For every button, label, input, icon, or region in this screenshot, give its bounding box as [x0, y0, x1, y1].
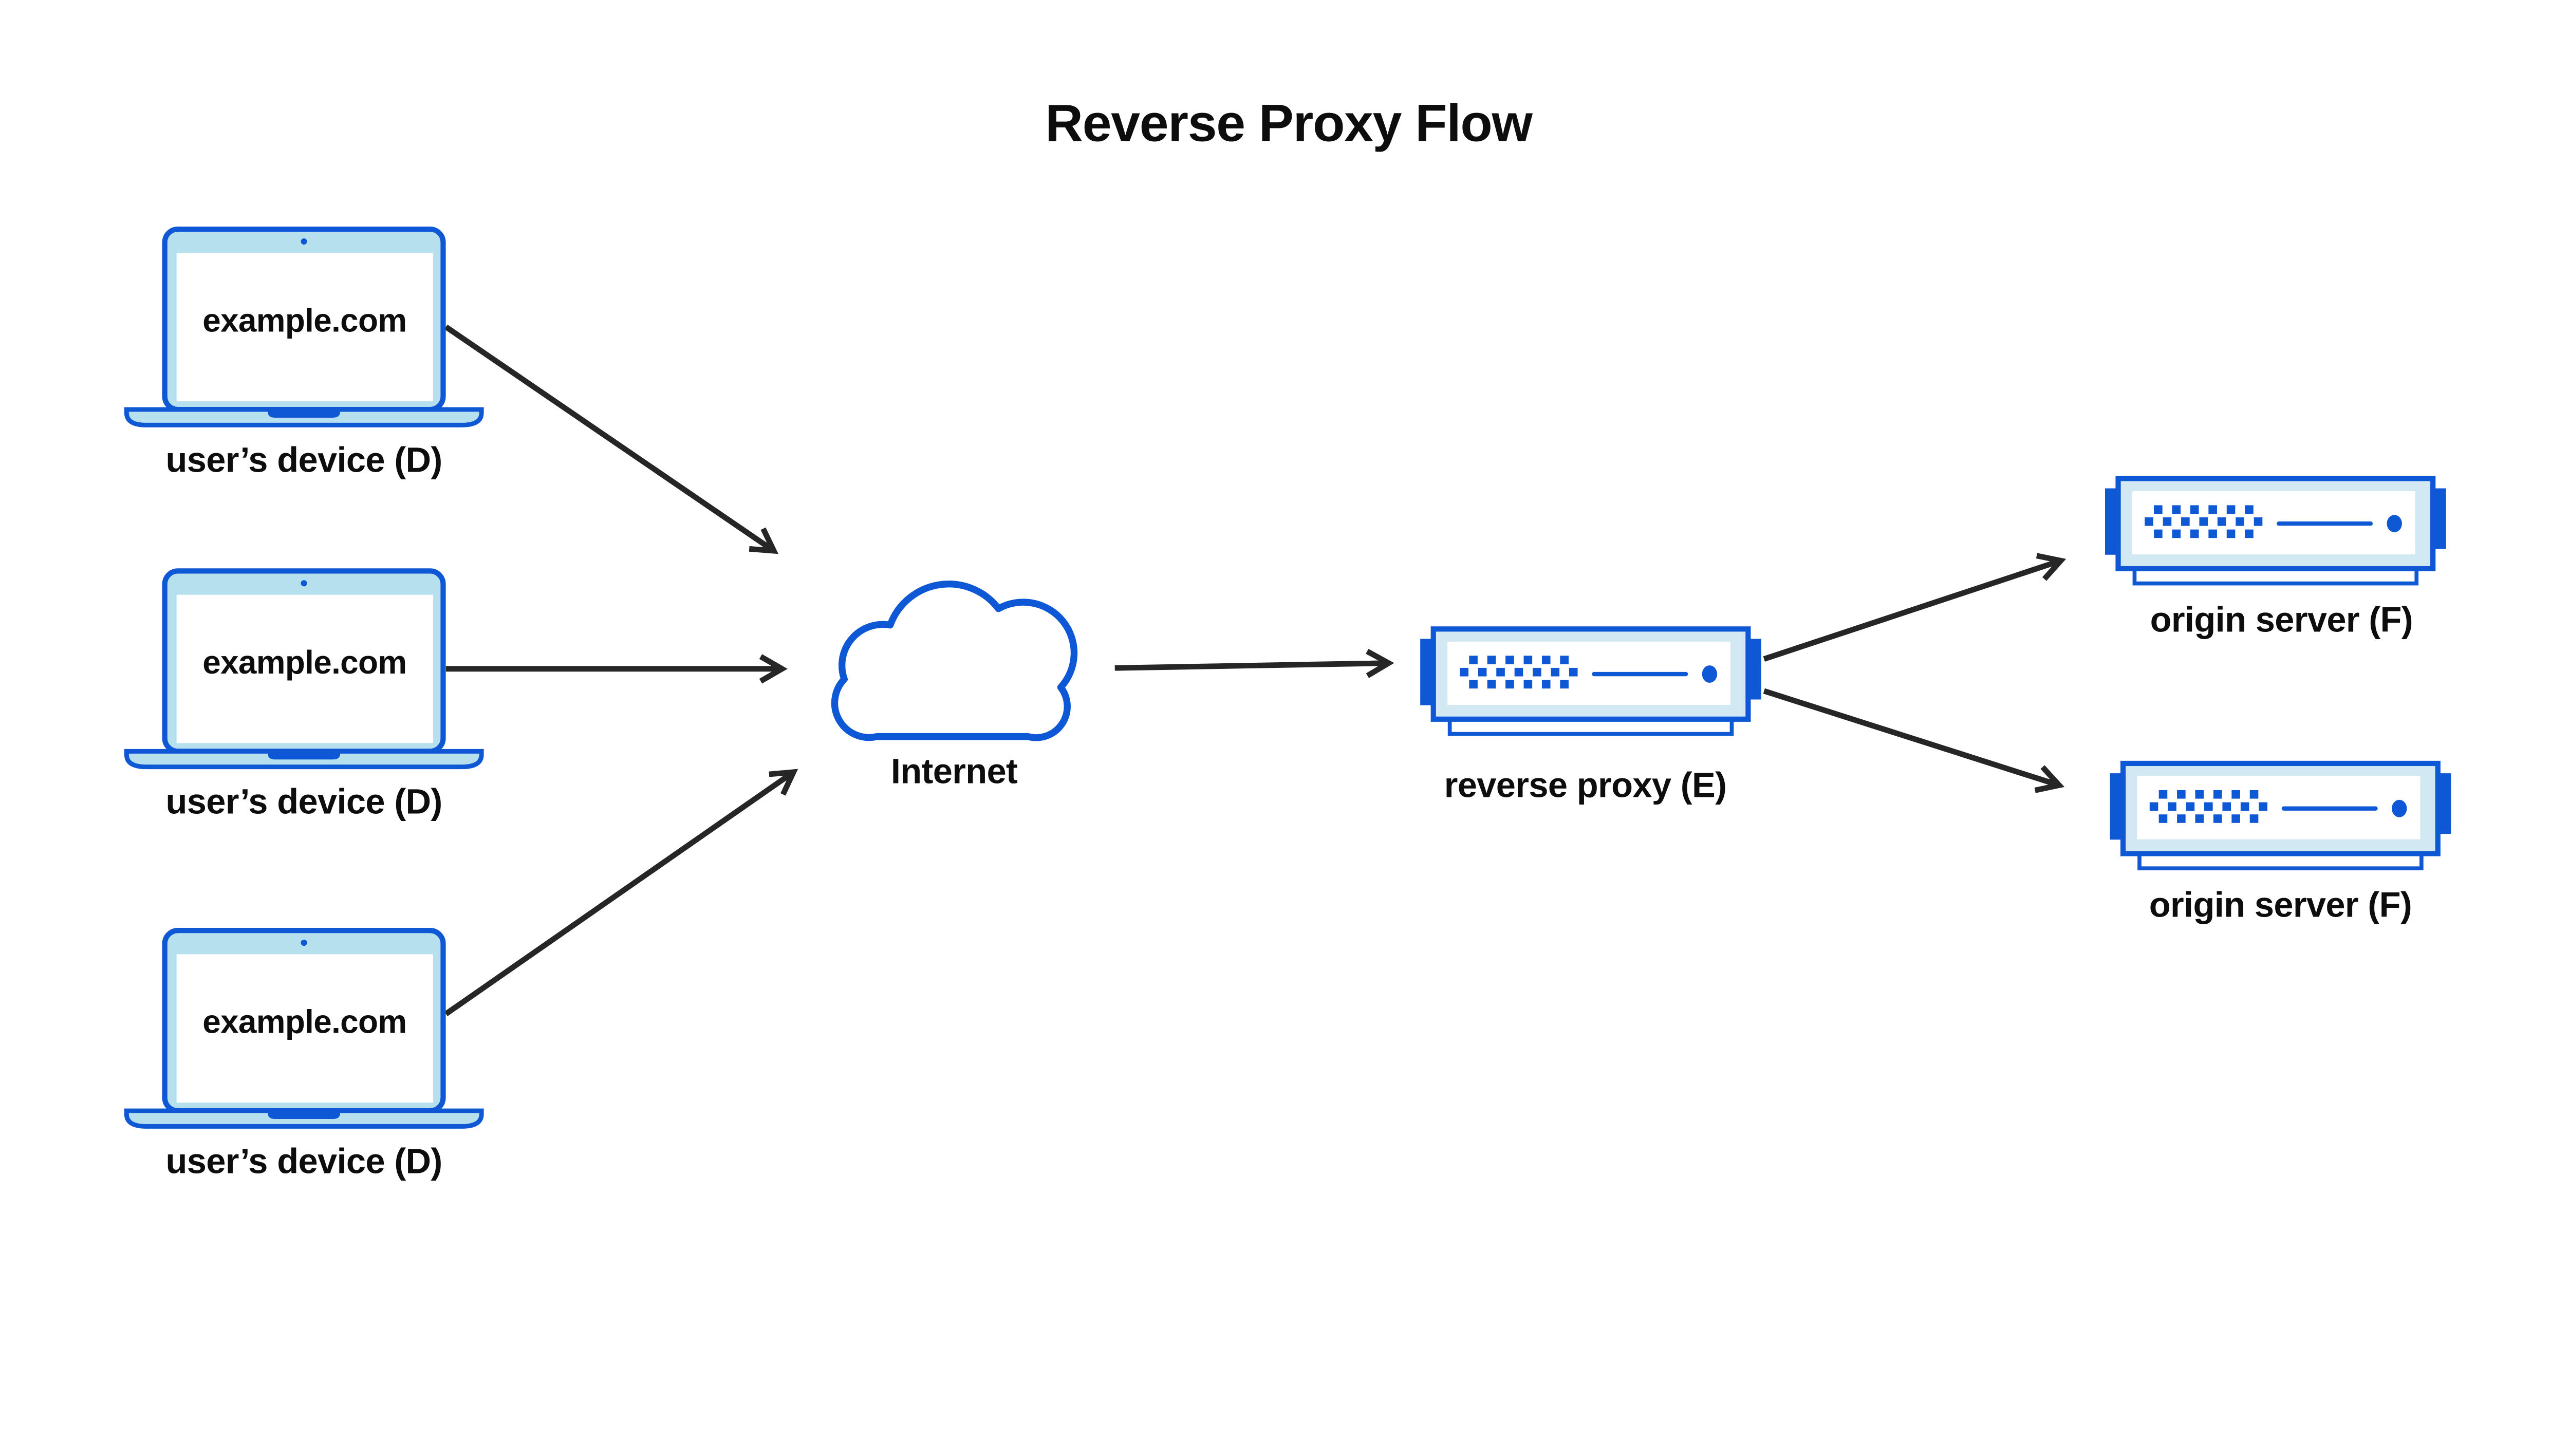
cloud-icon [831, 581, 1078, 741]
device-label: user’s device (D) [166, 782, 442, 822]
device-label: user’s device (D) [166, 440, 442, 479]
arrow-proxy-to-origin2 [1763, 688, 2065, 793]
reverse-proxy-flow-diagram: Reverse Proxy Flow example.com user’s de… [124, 94, 2454, 1181]
node-user-device-3: example.com user’s device (D) [126, 930, 481, 1181]
device-screen-url: example.com [202, 302, 406, 339]
node-user-device-1: example.com user’s device (D) [126, 229, 481, 479]
reverse-proxy-label: reverse proxy (E) [1444, 765, 1727, 805]
arrow-device2-to-internet [445, 654, 788, 684]
device-screen-url: example.com [202, 644, 406, 681]
diagram-title: Reverse Proxy Flow [1045, 94, 1533, 152]
node-reverse-proxy: reverse proxy (E) [1420, 629, 1761, 805]
internet-label: Internet [891, 752, 1017, 791]
node-origin-server-2: origin server (F) [2110, 763, 2451, 924]
arrow-device1-to-internet [444, 324, 779, 554]
origin-server-label: origin server (F) [2149, 885, 2412, 924]
node-origin-server-1: origin server (F) [2105, 478, 2446, 640]
node-user-device-2: example.com user’s device (D) [126, 571, 481, 822]
node-internet: Internet [831, 581, 1078, 791]
device-label: user’s device (D) [166, 1141, 442, 1181]
device-screen-url: example.com [202, 1003, 406, 1040]
origin-server-label: origin server (F) [2150, 600, 2413, 640]
arrow-internet-to-proxy [1114, 648, 1394, 678]
arrows-layer [444, 324, 2067, 1016]
arrow-device3-to-internet [444, 769, 798, 1016]
arrow-proxy-to-origin1 [1763, 553, 2067, 662]
diagram-canvas: Reverse Proxy Flow example.com user’s de… [124, 94, 2454, 1181]
